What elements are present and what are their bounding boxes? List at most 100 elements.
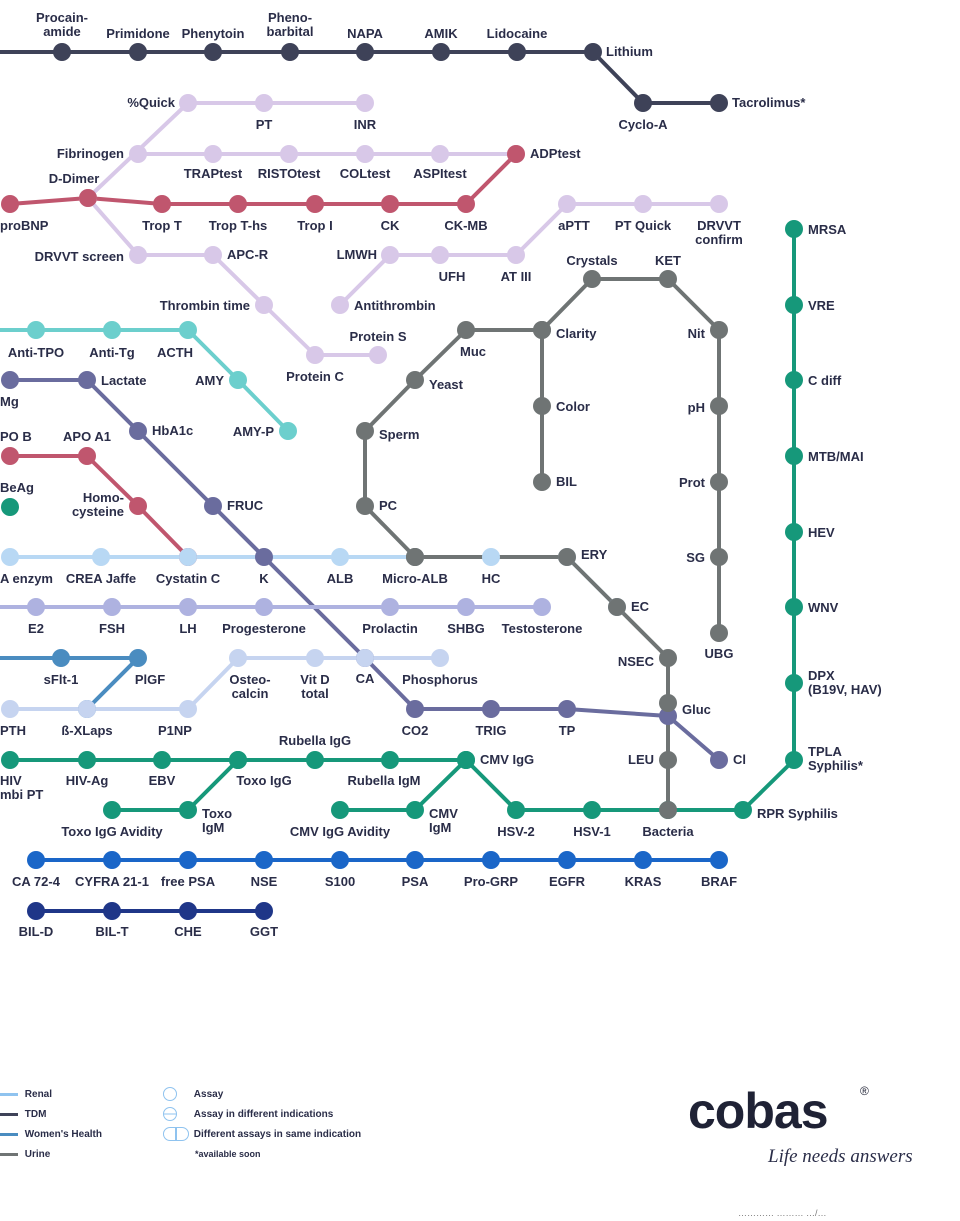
station-ph[interactable] — [710, 397, 728, 415]
station-hba1c[interactable] — [129, 422, 147, 440]
station-ket[interactable] — [659, 270, 677, 288]
station-drvvt-confirm[interactable] — [710, 195, 728, 213]
station-p1np[interactable] — [179, 700, 197, 718]
station-muc[interactable] — [457, 321, 475, 339]
station-nse[interactable] — [255, 851, 273, 869]
station-primidone[interactable] — [129, 43, 147, 61]
station-hiv-mbi-pt[interactable] — [1, 751, 19, 769]
station-lh[interactable] — [179, 598, 197, 616]
station-sg[interactable] — [710, 548, 728, 566]
station-drvvt-screen[interactable] — [129, 246, 147, 264]
station-hc[interactable] — [482, 548, 500, 566]
station-crystals[interactable] — [583, 270, 601, 288]
station-fruc[interactable] — [204, 497, 222, 515]
station-cmv-igm[interactable] — [406, 801, 424, 819]
station-urine-ery-node-0[interactable] — [406, 548, 424, 566]
station-apo-a1[interactable] — [78, 447, 96, 465]
station-phosphorus[interactable] — [431, 649, 449, 667]
station-tacrolimus[interactable] — [710, 94, 728, 112]
station-prot[interactable] — [710, 473, 728, 491]
station-aspitest[interactable] — [431, 145, 449, 163]
station-braf[interactable] — [710, 851, 728, 869]
station-traptest[interactable] — [204, 145, 222, 163]
station-nit[interactable] — [710, 321, 728, 339]
station-aptt[interactable] — [558, 195, 576, 213]
station-bil-d[interactable] — [27, 902, 45, 920]
station-mg[interactable] — [1, 371, 19, 389]
station-cmv-avidity-node-2[interactable] — [457, 751, 475, 769]
station-cmv-igg-avidity[interactable] — [331, 801, 349, 819]
station-bone-node-5[interactable] — [356, 649, 374, 667]
station-protein-s[interactable] — [369, 346, 387, 364]
station-cardiac-node-7[interactable] — [507, 145, 525, 163]
station-amy-p[interactable] — [279, 422, 297, 440]
station-toxo-igm[interactable] — [179, 801, 197, 819]
station-apc-r[interactable] — [204, 246, 222, 264]
station-gluc[interactable] — [659, 707, 677, 725]
station-cyfra-21-1[interactable] — [103, 851, 121, 869]
station-wnv[interactable] — [785, 598, 803, 616]
station-pro-grp[interactable] — [482, 851, 500, 869]
station-trop-i[interactable] — [306, 195, 324, 213]
station-ufh[interactable] — [431, 246, 449, 264]
station-cyclo-a[interactable] — [634, 94, 652, 112]
station-vre[interactable] — [785, 296, 803, 314]
station-tp[interactable] — [558, 700, 576, 718]
station-hev[interactable] — [785, 523, 803, 541]
station-egfr[interactable] — [558, 851, 576, 869]
station-xlaps[interactable] — [78, 700, 96, 718]
station-ubg[interactable] — [710, 624, 728, 642]
station-bil[interactable] — [533, 473, 551, 491]
station-hsv-1[interactable] — [583, 801, 601, 819]
station-nsec[interactable] — [659, 649, 677, 667]
station-psa[interactable] — [406, 851, 424, 869]
station-coltest[interactable] — [356, 145, 374, 163]
station-urine-ery-node-2[interactable] — [608, 598, 626, 616]
station-rpr-syphilis[interactable] — [734, 801, 752, 819]
station-hiv-ag[interactable] — [78, 751, 96, 769]
station-co2[interactable] — [406, 700, 424, 718]
station-fsh[interactable] — [103, 598, 121, 616]
station-k[interactable] — [255, 548, 273, 566]
station-amik[interactable] — [432, 43, 450, 61]
station-lidocaine[interactable] — [508, 43, 526, 61]
station-che[interactable] — [179, 902, 197, 920]
station-toxo-avidity-node-2[interactable] — [229, 751, 247, 769]
station-pc[interactable] — [356, 497, 374, 515]
station-bil-t[interactable] — [103, 902, 121, 920]
station-fibrinogen[interactable] — [129, 145, 147, 163]
station-mrsa[interactable] — [785, 220, 803, 238]
station-urine-ery-node-4[interactable] — [659, 694, 677, 712]
station-sperm[interactable] — [356, 422, 374, 440]
station-osteo-calcin[interactable] — [229, 649, 247, 667]
station-beag[interactable] — [1, 498, 19, 516]
station-po-b[interactable] — [1, 447, 19, 465]
station-phenytoin[interactable] — [204, 43, 222, 61]
station-color[interactable] — [533, 397, 551, 415]
station-a-enzym[interactable] — [1, 548, 19, 566]
station-trig[interactable] — [482, 700, 500, 718]
station-mtb-mai[interactable] — [785, 447, 803, 465]
station-crea-jaffe[interactable] — [92, 548, 110, 566]
station-urine-color-node-0[interactable] — [533, 321, 551, 339]
station-antithrombin[interactable] — [331, 296, 349, 314]
station-ebv[interactable] — [153, 751, 171, 769]
station-probnp[interactable] — [1, 195, 19, 213]
station-amy[interactable] — [229, 371, 247, 389]
station-ck[interactable] — [381, 195, 399, 213]
station-d-dimer[interactable] — [79, 189, 97, 207]
station-acth[interactable] — [179, 321, 197, 339]
station-inr[interactable] — [356, 94, 374, 112]
station-pt[interactable] — [255, 94, 273, 112]
station-renal-node-2[interactable] — [179, 548, 197, 566]
station-rubella-igg[interactable] — [306, 751, 324, 769]
station-sflt-1[interactable] — [52, 649, 70, 667]
station-ery[interactable] — [558, 548, 576, 566]
station-protein-c[interactable] — [306, 346, 324, 364]
station-anti-tpo[interactable] — [27, 321, 45, 339]
station-shbg[interactable] — [457, 598, 475, 616]
station-plgf[interactable] — [129, 649, 147, 667]
station-vit-d-total[interactable] — [306, 649, 324, 667]
station-rubella-igm[interactable] — [381, 751, 399, 769]
station-s100[interactable] — [331, 851, 349, 869]
